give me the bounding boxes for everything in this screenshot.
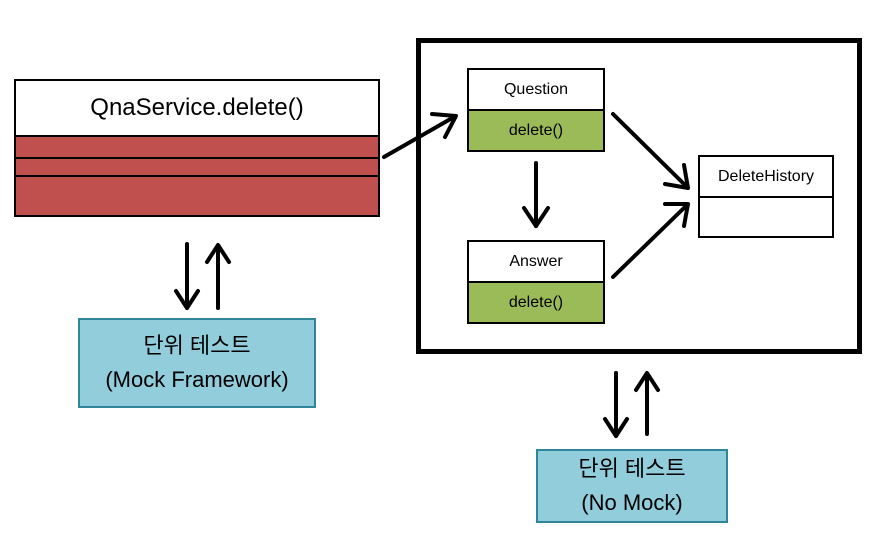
unit-test-no-mock-box: 단위 테스트 (No Mock) bbox=[536, 449, 728, 523]
qna-service-row bbox=[14, 175, 380, 217]
arrow-answer-to-history-head bbox=[663, 202, 690, 228]
unit-test-no-mock-line1: 단위 테스트 bbox=[578, 456, 686, 481]
arrow-no-mock-test-to-domain-head bbox=[634, 371, 660, 392]
answer-delete-method: delete() bbox=[467, 281, 605, 324]
arrow-domain-to-no-mock-test-head bbox=[603, 417, 629, 438]
question-class-label: Question bbox=[503, 80, 569, 98]
question-delete-method: delete() bbox=[467, 109, 605, 152]
delete-history-label: DeleteHistory bbox=[717, 167, 815, 185]
qna-service-title-text: QnaService.delete() bbox=[90, 94, 304, 121]
delete-history-body bbox=[698, 196, 834, 238]
arrow-answer-to-history bbox=[611, 204, 688, 279]
unit-test-mock-box: 단위 테스트 (Mock Framework) bbox=[78, 318, 316, 408]
arrow-service-to-mock-test-head bbox=[174, 289, 200, 310]
arrow-question-to-history bbox=[611, 112, 688, 188]
arrow-question-to-answer-head bbox=[522, 206, 550, 228]
arrow-question-to-history-head bbox=[663, 163, 690, 190]
unit-test-mock-line1: 단위 테스트 bbox=[143, 333, 251, 358]
arrow-mock-test-to-service-head bbox=[205, 243, 231, 264]
answer-method-label: delete() bbox=[508, 293, 564, 311]
qna-service-title: QnaService.delete() bbox=[14, 79, 380, 137]
arrow-service-to-question-head bbox=[430, 112, 458, 139]
arrow-service-to-question bbox=[382, 115, 456, 159]
answer-class-label: Answer bbox=[509, 252, 563, 270]
question-class-name: Question bbox=[467, 68, 605, 111]
unit-test-no-mock-line2: (No Mock) bbox=[581, 490, 683, 515]
unit-test-mock-line2: (Mock Framework) bbox=[105, 367, 289, 392]
question-method-label: delete() bbox=[508, 121, 564, 139]
